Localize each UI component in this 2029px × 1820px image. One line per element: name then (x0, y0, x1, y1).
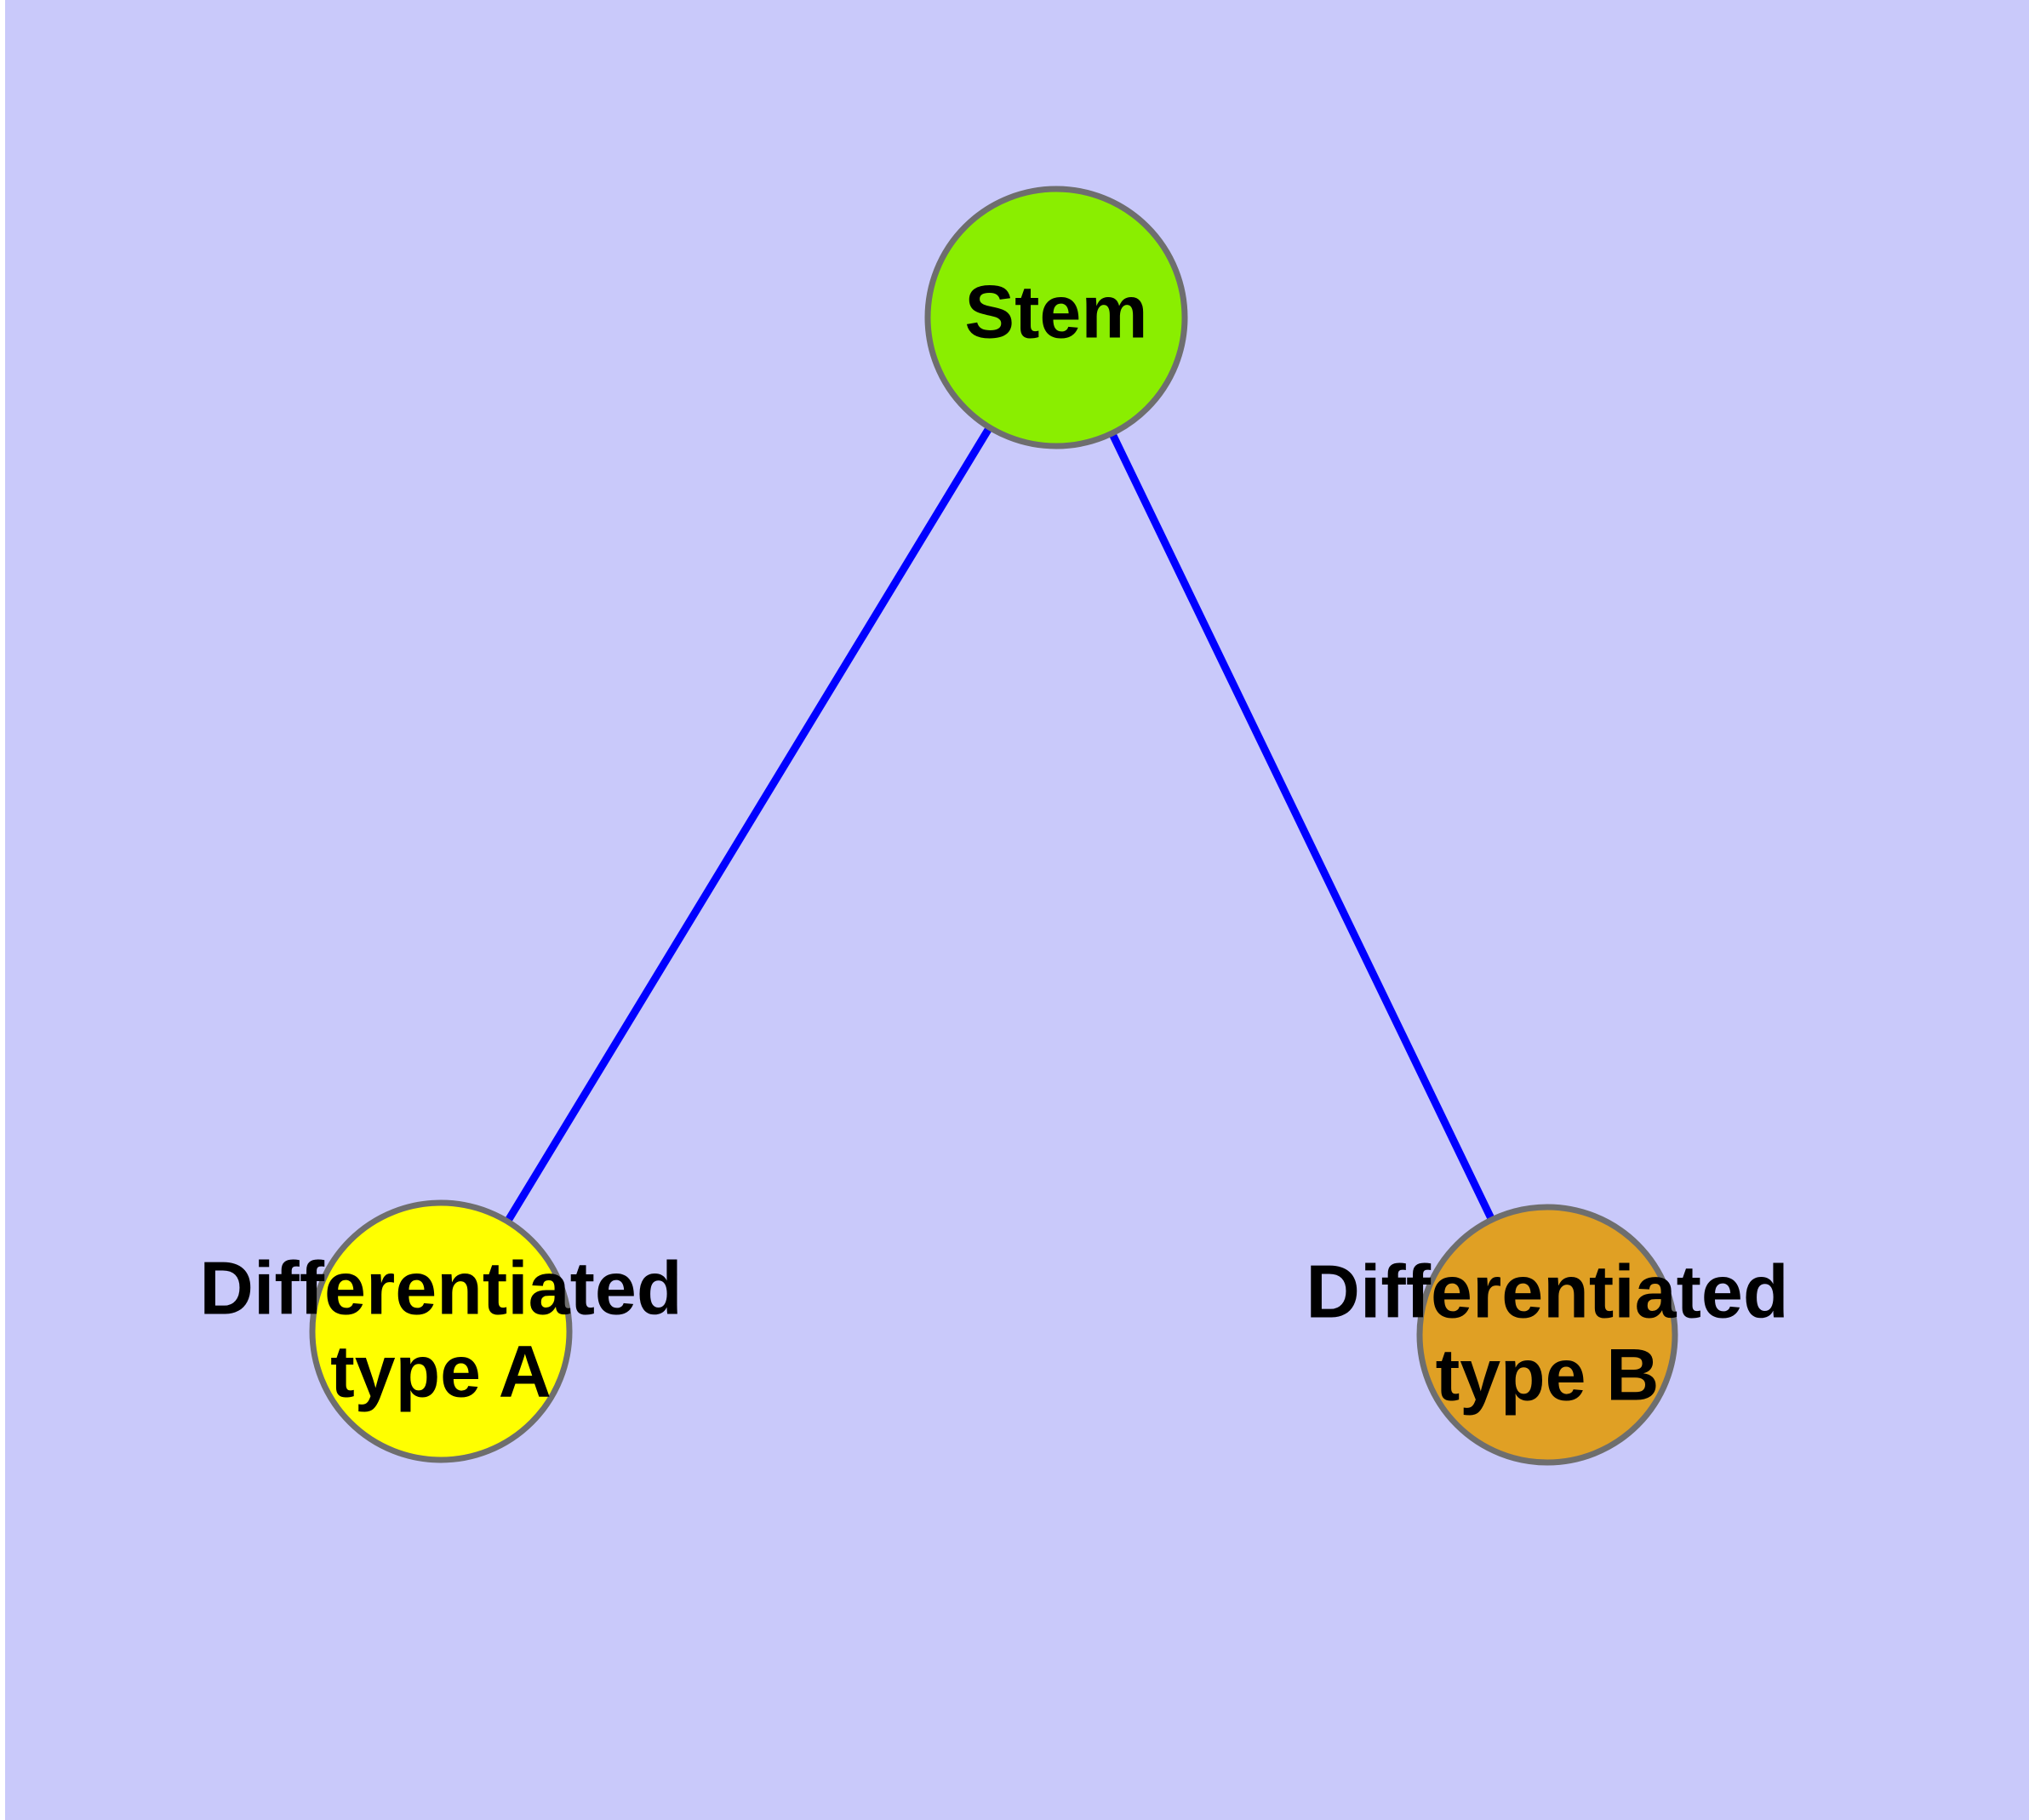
node-stem-circle[interactable] (924, 186, 1188, 449)
node-differentiated-a-label-line2: type A (330, 1331, 552, 1413)
node-differentiated-b[interactable]: Differentiated type B (1306, 1204, 1789, 1466)
node-stem[interactable]: Stem (924, 186, 1188, 449)
edge-layer (437, 315, 1552, 1336)
edge-stem-to-differentiated-b[interactable] (1052, 316, 1552, 1336)
edge-stem-to-differentiated-a[interactable] (437, 315, 1060, 1334)
node-differentiated-b-label-line1: Differentiated (1306, 1249, 1788, 1333)
node-differentiated-a-circle[interactable] (309, 1199, 573, 1463)
node-stem-label-line1: Stem (964, 269, 1147, 353)
graph-svg: Stem Differentiated type A Differentiate… (199, 186, 1789, 1466)
graph-surface: Stem Differentiated type A Differentiate… (5, 0, 2029, 1820)
node-differentiated-b-label-line2: type B (1436, 1335, 1660, 1417)
node-differentiated-b-circle[interactable] (1416, 1204, 1678, 1466)
node-differentiated-a[interactable]: Differentiated type A (199, 1199, 683, 1463)
node-differentiated-a-label-line1: Differentiated (199, 1245, 682, 1330)
node-layer: Stem Differentiated type A Differentiate… (199, 186, 1789, 1466)
